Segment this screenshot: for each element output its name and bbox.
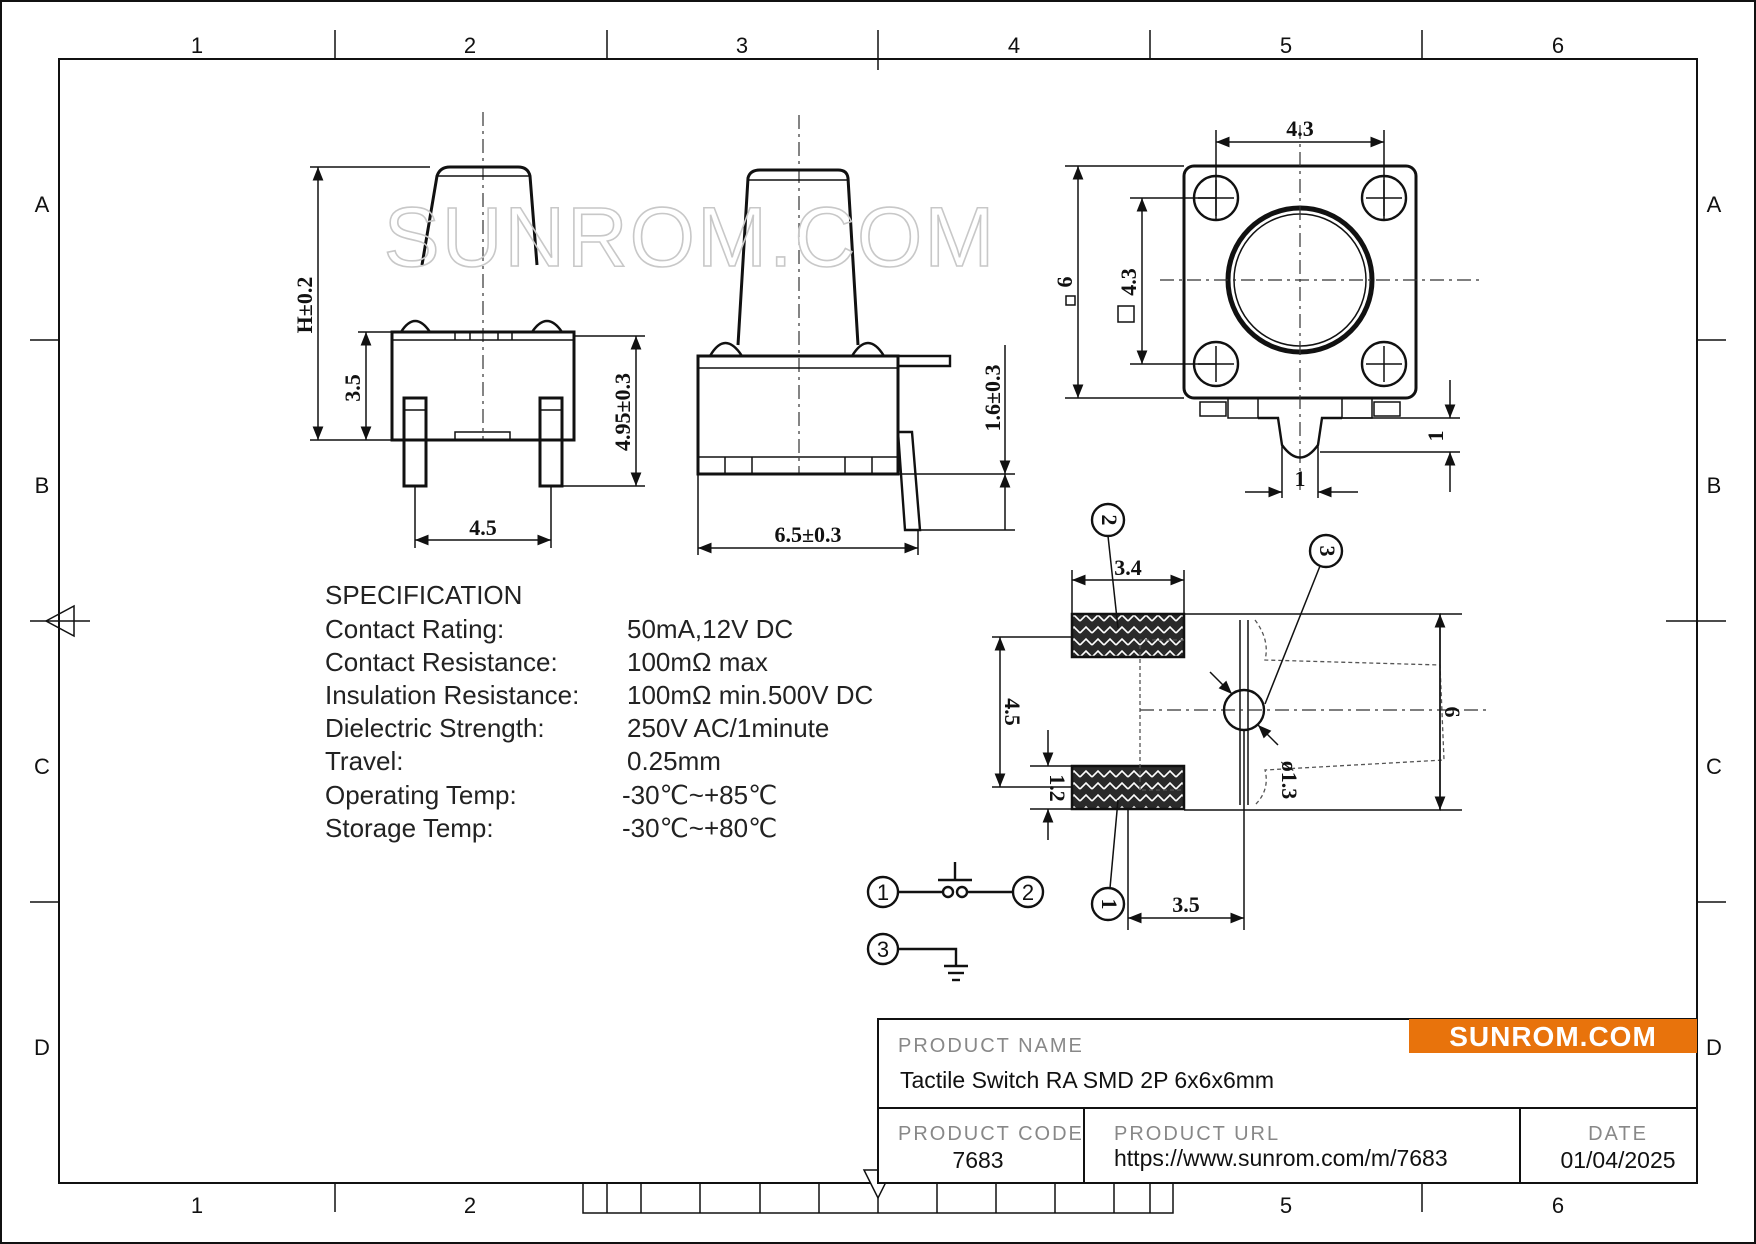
dim-height-text: H±0.2	[292, 277, 317, 334]
dim-lead-height-text: 1.6±0.3	[980, 364, 1005, 431]
dim-total-height-text: 4.95±0.3	[610, 373, 635, 451]
spec-label: Travel:	[325, 746, 404, 776]
zone-row-a-left: A	[35, 192, 50, 217]
zone-col-1-bottom: 1	[191, 1193, 203, 1218]
callout-3-text: 3	[1315, 546, 1340, 557]
watermark: SUNROM.COM	[384, 190, 997, 284]
spec-label: Contact Resistance:	[325, 647, 558, 677]
dim-tab-width-text: 1	[1295, 466, 1306, 491]
product-url[interactable]: https://www.sunrom.com/m/7683	[1114, 1145, 1448, 1171]
dim-front-width-text: 6.5±0.3	[774, 522, 841, 547]
callout-3-circle	[1308, 533, 1344, 569]
spec-label: Storage Temp:	[325, 813, 494, 843]
date-label: DATE	[1588, 1123, 1648, 1145]
square-symbol-icon	[1117, 305, 1135, 323]
dim-top-height-text: 6	[1052, 277, 1077, 288]
spec-label: Operating Temp:	[325, 780, 517, 810]
spec-value: -30℃~+80℃	[622, 813, 777, 843]
zone-labels: 1 2 3 4 5 6 1 2 5 6 A B C D A B C D	[34, 33, 1722, 1218]
front-view: 6.5±0.3 1.6±0.3	[696, 115, 1015, 555]
spec-value: -30℃~+85℃	[622, 780, 777, 810]
zone-col-1-top: 1	[191, 33, 203, 58]
dim-pad-length-text: 3.4	[1114, 555, 1142, 580]
date-value: 01/04/2025	[1560, 1147, 1675, 1173]
specification-block: SPECIFICATION Contact Rating: 50mA,12V D…	[325, 580, 873, 843]
product-url-label: PRODUCT URL	[1114, 1123, 1280, 1145]
dim-pitch-text: 4.5	[469, 515, 497, 540]
zone-col-2-top: 2	[464, 33, 476, 58]
pin-3-text: 3	[877, 937, 889, 962]
spec-value: 0.25mm	[627, 746, 721, 776]
callout-2-text: 2	[1097, 515, 1122, 526]
product-code: 7683	[952, 1147, 1003, 1173]
dim-top-width-text: 4.3	[1286, 116, 1314, 141]
zone-row-c-right: C	[1706, 754, 1722, 779]
sunrom-logo-bg	[1409, 1019, 1697, 1053]
top-view: 4.3 6 4.3 1 1	[1052, 116, 1480, 498]
callout-1-circle	[1090, 886, 1126, 922]
zone-row-b-left: B	[35, 473, 50, 498]
pad-layout-view: 3.4 4.5 1.2 6 ø1.3 3.5 2 3 1	[992, 502, 1490, 930]
switch-schematic: 1 2 3	[866, 862, 1045, 982]
pin-2-text: 2	[1022, 880, 1034, 905]
side-view: H±0.2 3.5 4.95±0.3 4.5	[292, 112, 645, 548]
spec-value: 50mA,12V DC	[627, 614, 793, 644]
zone-row-d-right: D	[1706, 1035, 1722, 1060]
product-code-label: PRODUCT CODE	[898, 1123, 1084, 1145]
dim-pad-offset-text: 3.5	[1172, 892, 1200, 917]
product-name: Tactile Switch RA SMD 2P 6x6x6mm	[900, 1067, 1274, 1093]
zone-col-3-top: 3	[736, 33, 748, 58]
product-name-label: PRODUCT NAME	[898, 1035, 1084, 1057]
spec-label: Insulation Resistance:	[325, 680, 579, 710]
spec-title: SPECIFICATION	[325, 580, 522, 610]
zone-col-5-bottom: 5	[1280, 1193, 1292, 1218]
dim-hole-text: ø1.3	[1277, 761, 1302, 800]
dim-body-size-text: 6	[1440, 707, 1465, 718]
zone-col-6-top: 6	[1552, 33, 1564, 58]
dim-tab-height-text: 1	[1423, 431, 1448, 442]
spec-value: 100mΩ min.500V DC	[627, 680, 873, 710]
zone-col-6-bottom: 6	[1552, 1193, 1564, 1218]
zone-col-2-bottom: 2	[464, 1193, 476, 1218]
dim-pad-width-text: 1.2	[1045, 774, 1070, 802]
zone-row-a-right: A	[1707, 192, 1722, 217]
zone-col-5-top: 5	[1280, 33, 1292, 58]
dim-body-height-text: 3.5	[340, 374, 365, 402]
spec-value: 100mΩ max	[627, 647, 768, 677]
callout-1-text: 1	[1097, 899, 1122, 910]
sunrom-logo: SUNROM.COM	[1449, 1021, 1657, 1052]
ground-icon	[944, 964, 968, 982]
spec-label: Dielectric Strength:	[325, 713, 545, 743]
zone-row-b-right: B	[1707, 473, 1722, 498]
zone-row-c-left: C	[34, 754, 50, 779]
dim-top-pitch-text: 4.3	[1116, 268, 1141, 296]
spec-label: Contact Rating:	[325, 614, 504, 644]
zone-col-4-top: 4	[1008, 33, 1020, 58]
spec-value: 250V AC/1minute	[627, 713, 829, 743]
square-symbol-icon	[1065, 295, 1076, 306]
title-block: SUNROM.COM PRODUCT NAME Tactile Switch R…	[877, 1018, 1698, 1184]
zone-row-d-left: D	[34, 1035, 50, 1060]
pin-1-text: 1	[877, 880, 889, 905]
dim-pad-pitch-text: 4.5	[1000, 698, 1025, 726]
